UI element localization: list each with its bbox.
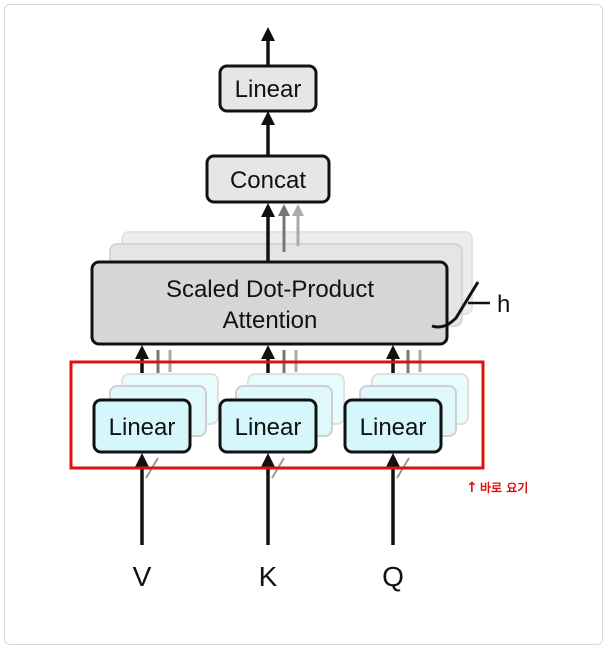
linear-v-stack: Linear — [92, 373, 219, 454]
linear-k-label: Linear — [235, 414, 302, 441]
input-v-label: V — [133, 561, 152, 592]
attention-label-line2: Attention — [223, 307, 318, 334]
concat-label: Concat — [230, 167, 306, 194]
linear-k-stack: Linear — [218, 373, 345, 454]
highlight-box — [69, 360, 485, 470]
input-q-label: Q — [382, 561, 404, 592]
linear-v-label: Linear — [109, 414, 176, 441]
linear-top-block: Linear — [218, 64, 318, 113]
attention-label-line1: Scaled Dot-Product — [166, 276, 374, 303]
linear-top-label: Linear — [235, 76, 302, 103]
input-arrows — [135, 453, 410, 545]
annotation-text: 바로 요기 — [480, 480, 528, 495]
input-k-label: K — [259, 561, 278, 592]
h-bracket — [431, 281, 480, 329]
concat-block: Concat — [205, 154, 331, 204]
scaled-dot-product-attention-block: Scaled Dot-Product Attention — [90, 260, 449, 346]
linear-q-label: Linear — [360, 414, 427, 441]
linear-q-stack: Linear — [343, 373, 469, 454]
h-label: h — [497, 291, 510, 318]
annotation-arrow: ↑ — [466, 480, 478, 496]
